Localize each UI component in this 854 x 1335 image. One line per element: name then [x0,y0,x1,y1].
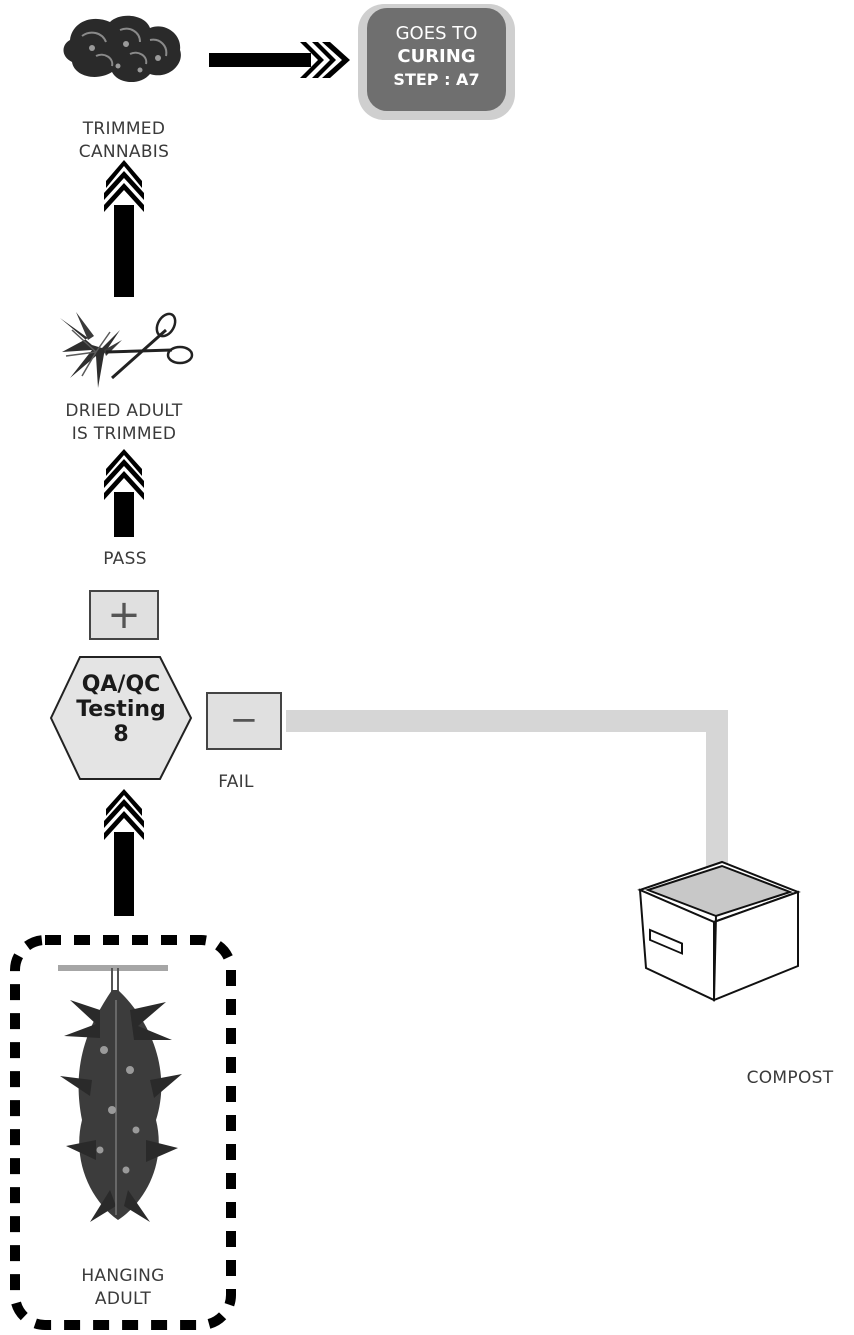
compost-bin-icon [637,860,801,1002]
goes-to-curing-inner: GOES TO CURING STEP : A7 [367,8,506,111]
goes-to-line3: STEP : A7 [393,70,480,89]
cannabis-buds-icon [63,15,181,83]
goes-to-curing-box: GOES TO CURING STEP : A7 [358,4,515,120]
qa-line1: QA/QC [81,672,161,697]
pass-label: PASS [103,549,147,569]
qa-hexagon [49,656,193,780]
arrow-up-3 [104,789,144,916]
qa-line3: 8 [113,722,129,747]
fail-path [286,710,744,900]
plus-icon: + [107,592,141,638]
goes-to-line1: GOES TO [395,23,478,44]
cannabis-leaf-icon [60,312,122,388]
pass-box: + [89,590,159,640]
arrow-to-curing [209,42,350,78]
fail-label: FAIL [218,772,254,792]
hanging-plant-icon [58,965,182,1222]
compost-label: COMPOST [746,1068,834,1088]
dried-adult-label: DRIED ADULT IS TRIMMED [65,401,183,444]
trimmed-cannabis-label: TRIMMED CANNABIS [78,119,170,162]
hanging-adult-label: HANGING ADULT [81,1266,165,1309]
fail-box: − [206,692,282,750]
arrow-up-2 [104,449,144,537]
qa-line2: Testing [76,697,166,722]
minus-icon: − [229,700,259,740]
scissors-icon [105,312,194,380]
hanging-adult-frame [10,935,236,1330]
goes-to-line2: CURING [397,46,476,67]
qa-testing-text: QA/QC Testing 8 [56,672,186,747]
arrow-up-1 [104,160,144,297]
